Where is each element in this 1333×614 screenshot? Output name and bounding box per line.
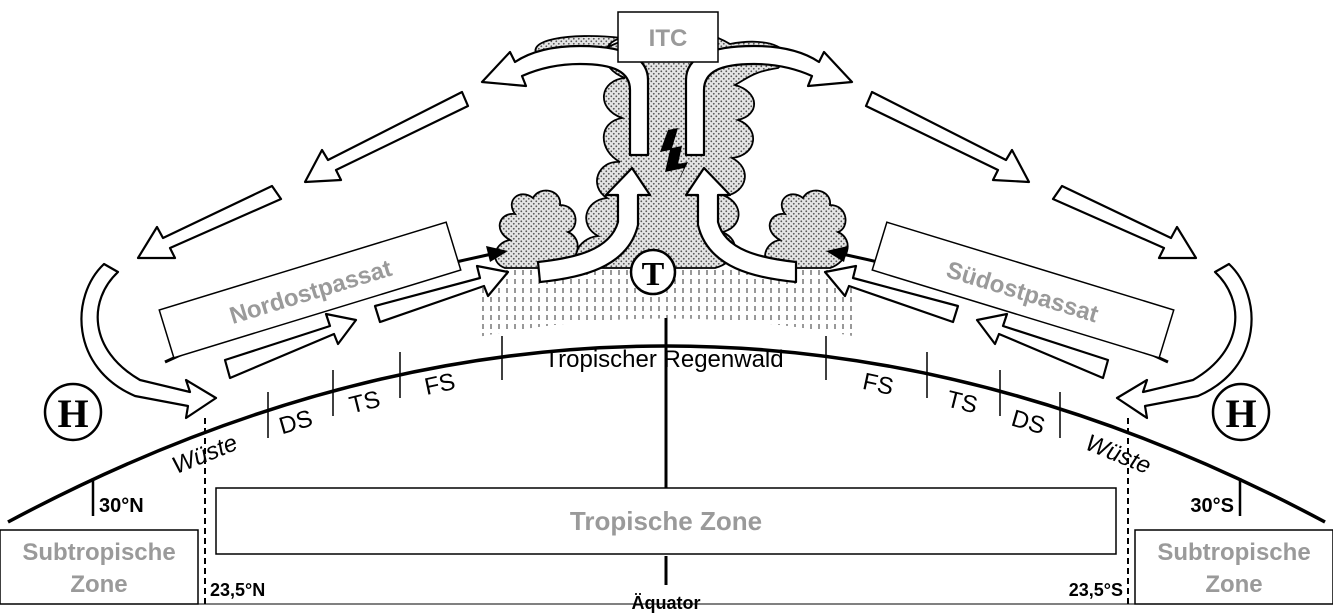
fs-left-label: FS [422, 368, 458, 401]
rainforest-label: Tropischer Regenwald [544, 346, 783, 373]
subtropical-left-line1: Subtropische [22, 539, 175, 566]
subtropical-right-line1: Subtropische [1157, 539, 1310, 566]
side-cloud-left [495, 191, 578, 268]
upper-arrow-right-1 [866, 92, 1029, 182]
subtropical-right-line2: Zone [1205, 571, 1262, 598]
ds-left-label: DS [276, 405, 315, 440]
lat-235s-label: 23,5°S [1069, 580, 1123, 600]
itc-cloud [535, 30, 785, 268]
low-pressure-label: T [642, 256, 665, 293]
lat-30s-label: 30°S [1190, 495, 1234, 517]
equator-label: Äquator [632, 593, 701, 613]
ds-right-label: DS [1008, 405, 1047, 440]
upper-arrow-right-2 [1053, 186, 1196, 258]
lat-235n-label: 23,5°N [210, 580, 265, 600]
high-pressure-label-left: H [57, 391, 88, 436]
fs-right-label: FS [860, 368, 896, 401]
itc-label: ITC [649, 25, 688, 52]
upper-arrow-left-2 [138, 186, 281, 258]
upper-arrow-left-1 [305, 92, 468, 182]
ts-right-label: TS [944, 386, 980, 420]
tropical-zone-label: Tropische Zone [570, 506, 762, 536]
ts-left-label: TS [347, 386, 383, 420]
subtropical-left-line2: Zone [70, 571, 127, 598]
lat-30n-label: 30°N [99, 495, 144, 517]
high-pressure-label-right: H [1225, 391, 1256, 436]
